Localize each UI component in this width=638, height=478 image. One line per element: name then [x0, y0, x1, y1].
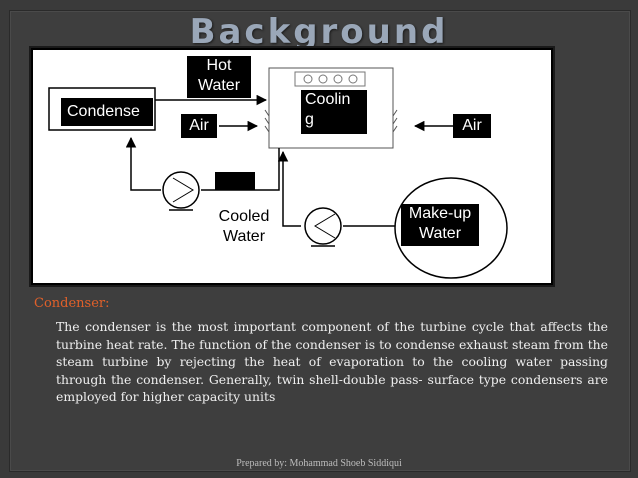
air-right-label: Air [453, 114, 491, 138]
footer-credit: Prepared by: Mohammad Shoeb Siddiqui [236, 458, 402, 469]
makeup-water-pipe [277, 150, 301, 227]
hot-water-label: Hot Water [187, 56, 251, 98]
makeup-pump [304, 207, 342, 245]
section-heading: Condenser: [34, 296, 110, 311]
condenser-description: The condenser is the most important comp… [56, 319, 608, 405]
circulating-pump [162, 171, 200, 209]
cooling-tower-label: Coolin g [301, 90, 367, 134]
air-left-label: Air [181, 114, 217, 138]
cooled-water-label: Cooled Water [218, 208, 270, 245]
cooling-system-diagram: Condense Hot Water Air Coolin g Air Cool… [31, 48, 553, 285]
condenser-label: Condense [61, 98, 153, 126]
fan-housing [294, 71, 366, 87]
valve-block [215, 172, 255, 190]
makeup-water-label: Make-up Water [401, 204, 479, 246]
slide-title: Background [189, 12, 449, 52]
diagram-connections [48, 67, 508, 279]
